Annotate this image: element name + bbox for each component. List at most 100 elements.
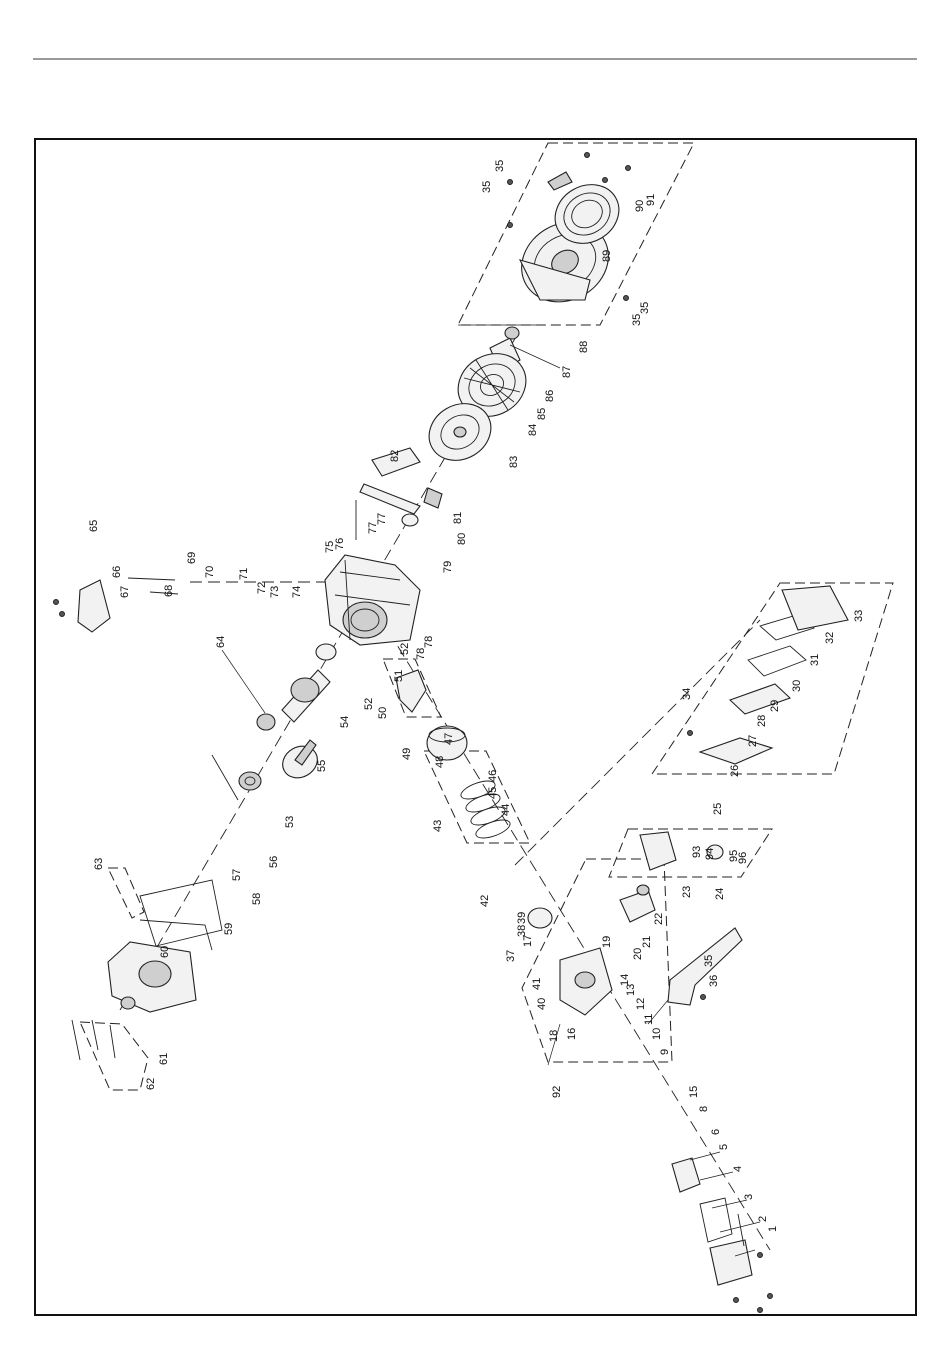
part-label: 11: [643, 1014, 655, 1025]
part-label: 86: [544, 390, 556, 402]
part-label: 22: [653, 913, 665, 925]
part-label: 60: [159, 946, 171, 958]
crankshaft: [282, 644, 336, 722]
part-label: 19: [601, 936, 613, 948]
part-label: 83: [508, 456, 520, 468]
part-label: 67: [119, 586, 131, 598]
part-label: 1: [767, 1226, 779, 1232]
part-label: 26: [729, 765, 741, 777]
part-label: 64: [215, 636, 227, 648]
part-label: 5: [718, 1144, 730, 1150]
part-label: 70: [204, 566, 216, 578]
group-outlines: [80, 143, 893, 1090]
part-label: 56: [268, 856, 280, 868]
part-label: 47: [443, 733, 455, 745]
air-filter-base: [700, 738, 772, 764]
part-label: 91: [645, 194, 657, 206]
part-label: 72: [256, 582, 268, 594]
part-label: 30: [791, 680, 803, 692]
part-label: 46: [487, 770, 499, 782]
carburetor-axis: [515, 620, 760, 865]
part-label: 79: [442, 561, 454, 573]
part-label: 93: [691, 846, 703, 858]
part-label: 66: [111, 566, 123, 578]
part-label: 94: [704, 848, 716, 860]
part-label: 9: [659, 1049, 671, 1055]
part-label: 61: [158, 1053, 170, 1065]
governor-bracket: [78, 580, 110, 632]
part-label: 77: [376, 513, 388, 525]
part-label: 34: [681, 688, 693, 700]
part-label: 49: [401, 748, 413, 760]
part-label: 15: [688, 1086, 700, 1098]
fasteners: [54, 153, 773, 1313]
part-label: 35: [631, 314, 643, 326]
part-label: 50: [377, 707, 389, 719]
bolt-set-group: [80, 1022, 148, 1090]
part-label: 65: [88, 520, 100, 532]
part-label: 63: [93, 858, 105, 870]
part-label: 59: [223, 923, 235, 935]
part-label: 2: [757, 1216, 769, 1222]
part-label: 81: [452, 512, 464, 524]
part-label: 44: [500, 804, 512, 816]
part-label: 53: [284, 816, 296, 828]
part-label: 10: [651, 1028, 663, 1040]
part-label: 21: [641, 936, 653, 948]
part-label: 76: [334, 538, 346, 550]
part-label: 71: [238, 568, 250, 580]
part-label: 73: [269, 586, 281, 598]
part-label: 74: [291, 586, 303, 598]
bearings: [239, 714, 275, 790]
oil-sensor-group: [108, 868, 144, 918]
axis-lines: [120, 330, 770, 1250]
part-label: 42: [479, 895, 491, 907]
part-label: 58: [251, 893, 263, 905]
part-label: 80: [456, 533, 468, 545]
part-label: 48: [434, 756, 446, 768]
rocker-cover: [700, 1198, 752, 1285]
part-label: 33: [853, 610, 865, 622]
part-label: 52: [363, 698, 375, 710]
part-label: 35: [703, 955, 715, 967]
part-label: 4: [732, 1166, 744, 1172]
part-label: 37: [505, 950, 517, 962]
part-label: 69: [186, 552, 198, 564]
part-label: 35: [481, 181, 493, 193]
part-label: 78: [423, 636, 435, 648]
part-label: 54: [339, 716, 351, 728]
part-label: 35: [494, 160, 506, 172]
intake-manifold: [620, 885, 655, 922]
part-label: 14: [619, 974, 631, 986]
part-label: 25: [712, 803, 724, 815]
part-label: 3: [743, 1194, 755, 1200]
part-label: 52: [399, 643, 411, 655]
part-label: 27: [747, 735, 759, 747]
part-label: 68: [163, 585, 175, 597]
part-label: 96: [737, 852, 749, 864]
air-filter-cover: [782, 586, 848, 630]
part-label: 31: [809, 654, 821, 666]
part-label: 23: [681, 886, 693, 898]
crankcase-block: [325, 555, 420, 645]
part-label: 24: [714, 888, 726, 900]
part-label: 36: [708, 975, 720, 987]
part-label: 51: [393, 670, 405, 682]
part-label: 92: [551, 1086, 563, 1098]
gasket: [140, 880, 222, 946]
part-label: 40: [536, 998, 548, 1010]
part-label: 78: [415, 648, 427, 660]
part-label: 43: [432, 820, 444, 832]
part-label: 84: [527, 424, 539, 436]
part-label: 87: [561, 366, 573, 378]
part-label: 57: [231, 869, 243, 881]
part-label: 82: [389, 450, 401, 462]
part-label: 18: [548, 1030, 560, 1042]
part-label: 41: [531, 978, 543, 990]
part-label: 39: [516, 912, 528, 924]
part-label: 55: [316, 760, 328, 772]
part-label: 89: [601, 250, 613, 262]
part-label: 8: [698, 1106, 710, 1112]
part-label: 45: [487, 787, 499, 799]
